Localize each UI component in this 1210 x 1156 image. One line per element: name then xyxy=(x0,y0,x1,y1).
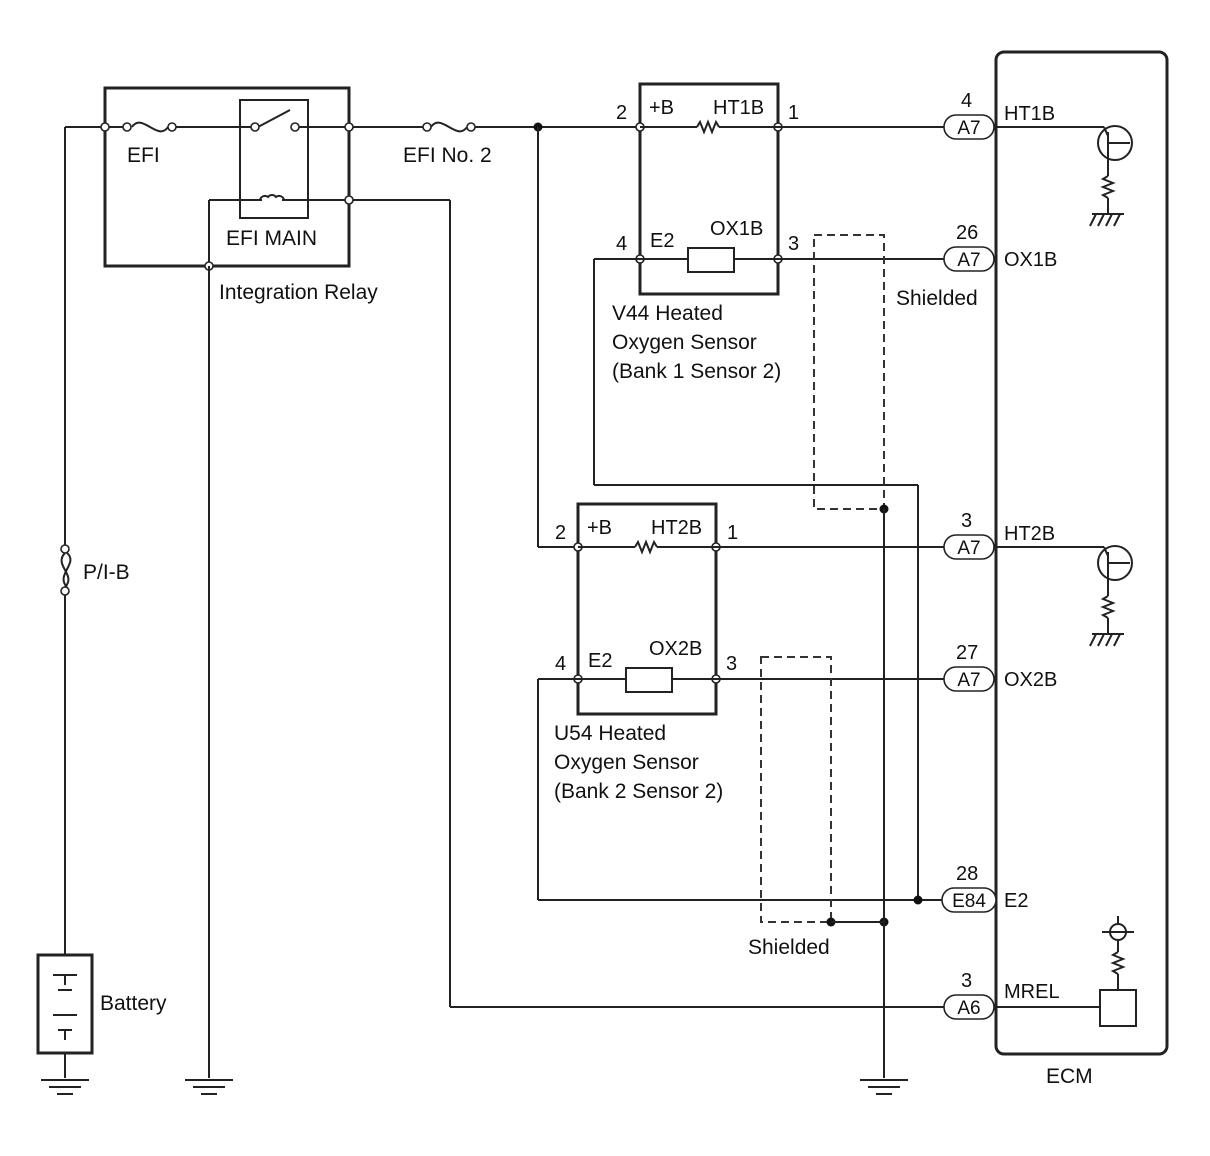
ground-symbol-relay xyxy=(185,1079,233,1095)
connector-ox2b xyxy=(943,666,995,692)
efi-fuse xyxy=(131,121,169,133)
shielded-label-1: Shielded xyxy=(896,287,978,310)
ecm-signal-name: OX1B xyxy=(1004,249,1057,271)
ecm-signal-name: HT1B xyxy=(1004,103,1055,125)
sensor1-pin-e2: 4 xyxy=(616,233,627,255)
connector-ht1b xyxy=(943,114,995,140)
efi-main-label: EFI MAIN xyxy=(226,227,317,250)
sensor1-box xyxy=(638,82,780,296)
ecm-pin-number: 3 xyxy=(961,970,972,992)
ecm-signal-name: HT2B xyxy=(1004,523,1055,545)
connector-e2 xyxy=(941,887,997,913)
connector-ht2b xyxy=(943,534,995,560)
sensor2-signal-label: OX2B xyxy=(649,638,702,660)
shielded-label-2: Shielded xyxy=(748,936,830,959)
sensor2-pin-heater: 1 xyxy=(727,522,738,544)
integration-relay-label: Integration Relay xyxy=(219,281,378,304)
relay-coil xyxy=(259,194,285,201)
sensor2-pin-e2: 4 xyxy=(555,653,566,675)
sensor1-name-line1: V44 Heated xyxy=(612,302,723,325)
sensor1-name-line2: Oxygen Sensor xyxy=(612,331,757,354)
ecm-connector-id: A7 xyxy=(957,670,980,691)
ecm-pin-number: 3 xyxy=(961,510,972,532)
ecm-connector-id: A6 xyxy=(957,998,980,1019)
ground-symbol-shield xyxy=(860,1079,908,1095)
sensor2-pin-plus-b: 2 xyxy=(555,522,566,544)
ecm-signal-name: OX2B xyxy=(1004,669,1057,691)
shield-2 xyxy=(760,656,832,923)
ecm-pin-number: 27 xyxy=(956,642,978,664)
ecm-signal-name: E2 xyxy=(1004,890,1028,912)
efi-main-relay-body xyxy=(239,99,309,219)
ecm-pin-number: 26 xyxy=(956,222,978,244)
ecm-transistor-2 xyxy=(996,545,1133,647)
pib-label: P/I-B xyxy=(83,561,130,584)
ecm-connector-id: E84 xyxy=(952,891,986,912)
ecm-connector-id: A7 xyxy=(957,118,980,139)
sensor2-e2-label: E2 xyxy=(588,650,612,672)
ecm-transistor-1 xyxy=(996,125,1133,227)
ecm-mrel-driver xyxy=(996,916,1137,1027)
sensor1-pin-signal: 3 xyxy=(788,233,799,255)
efi-no2-label: EFI No. 2 xyxy=(403,144,492,167)
ecm-connector-id: A7 xyxy=(957,538,980,559)
efi-fuse-label: EFI xyxy=(127,144,160,167)
sensor2-plus-b-label: +B xyxy=(587,517,612,539)
efi-no2-fuse xyxy=(430,121,468,133)
ecm-box xyxy=(994,50,1169,1056)
sensor1-element xyxy=(687,247,735,273)
sensor1-heater-resistor xyxy=(696,119,720,135)
ecm-signal-name: MREL xyxy=(1004,981,1060,1003)
ecm-label: ECM xyxy=(1046,1065,1093,1088)
sensor2-heater-resistor xyxy=(634,539,658,555)
sensor1-pin-plus-b: 2 xyxy=(616,102,627,124)
sensor2-pin-signal: 3 xyxy=(726,653,737,675)
sensor1-signal-label: OX1B xyxy=(710,218,763,240)
ground-symbol-battery xyxy=(41,1079,89,1095)
sensor1-plus-b-label: +B xyxy=(649,97,674,119)
sensor1-pin-heater: 1 xyxy=(788,102,799,124)
sensor1-e2-label: E2 xyxy=(650,230,674,252)
connector-ox1b xyxy=(943,246,995,272)
sensor1-name-line3: (Bank 1 Sensor 2) xyxy=(612,360,781,383)
sensor2-name-line1: U54 Heated xyxy=(554,722,666,745)
ecm-connector-id: A7 xyxy=(957,250,980,271)
sensor2-heater-label: HT2B xyxy=(651,517,702,539)
sensor2-name-line3: (Bank 2 Sensor 2) xyxy=(554,780,723,803)
sensor2-box xyxy=(576,502,718,716)
connector-mrel xyxy=(943,994,995,1020)
battery-label: Battery xyxy=(100,992,167,1015)
shield-1 xyxy=(813,234,885,510)
integration-relay-box xyxy=(103,86,351,268)
sensor1-heater-label: HT1B xyxy=(713,97,764,119)
ecm-pin-number: 4 xyxy=(961,90,972,112)
ecm-pin-number: 28 xyxy=(956,863,978,885)
sensor2-element xyxy=(625,667,673,693)
battery-cells xyxy=(53,974,77,1040)
sensor2-name-line2: Oxygen Sensor xyxy=(554,751,699,774)
pib-fusible-link xyxy=(60,552,72,588)
